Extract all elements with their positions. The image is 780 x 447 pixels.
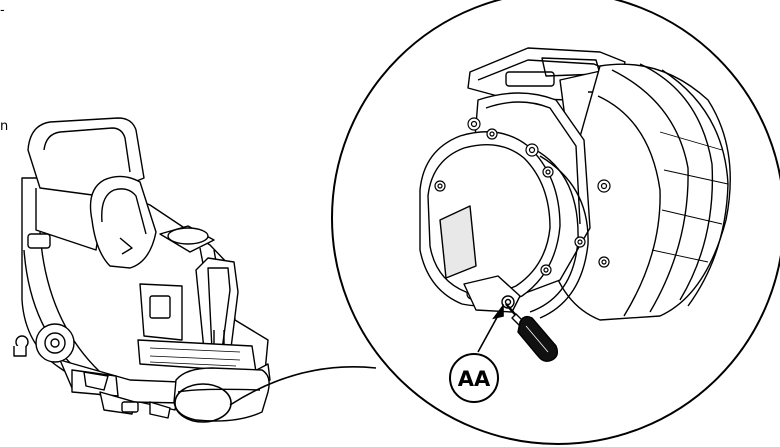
magnify-source-circle (174, 383, 232, 423)
callout-aa: AA (449, 353, 499, 403)
margin-text-top: - (0, 3, 5, 18)
motor-assembly-illustration (419, 47, 731, 321)
callout-arrow (477, 303, 504, 353)
callout-label: AA (458, 367, 491, 391)
leader-line (229, 365, 377, 406)
margin-text-middle: n (0, 119, 8, 134)
screwdriver-illustration (505, 303, 559, 363)
floor-scrubber-illustration (13, 117, 271, 422)
